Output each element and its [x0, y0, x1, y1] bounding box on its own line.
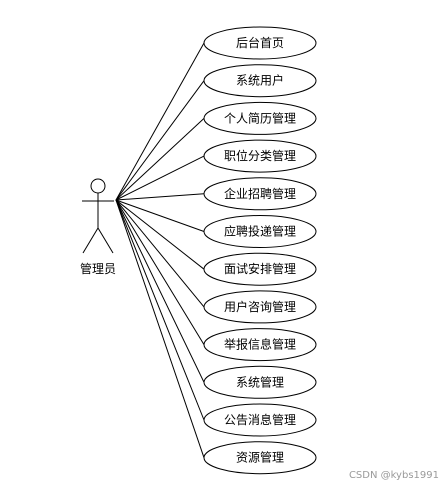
use-case-ellipse	[203, 177, 317, 211]
use-case-label: 公告消息管理	[224, 412, 296, 427]
association-line	[115, 199, 205, 308]
use-case-label: 企业招聘管理	[224, 186, 296, 201]
use-case: 应聘投递管理	[203, 215, 317, 248]
association-line	[115, 199, 205, 458]
use-case: 系统用户	[203, 64, 317, 98]
use-case-label: 应聘投递管理	[224, 224, 296, 239]
association-line	[115, 199, 205, 270]
association-line	[115, 118, 205, 201]
use-case-label: 举报信息管理	[224, 337, 296, 352]
use-case: 职位分类管理	[203, 139, 317, 173]
actor-administrator: 管理员	[80, 178, 116, 276]
use-case: 资源管理	[203, 441, 317, 475]
association-line	[115, 193, 205, 201]
use-case-ellipse	[203, 441, 317, 475]
use-case: 面试安排管理	[203, 252, 317, 286]
use-case-label: 后台首页	[236, 35, 284, 50]
use-case-ellipse	[203, 252, 317, 286]
association-lines	[115, 42, 205, 458]
use-case: 公告消息管理	[203, 403, 317, 437]
use-case: 企业招聘管理	[203, 177, 317, 211]
use-case-label: 用户咨询管理	[224, 299, 296, 314]
use-case-label: 个人简历管理	[224, 110, 296, 125]
use-case: 后台首页	[203, 26, 317, 60]
actor-right-leg	[97, 227, 114, 254]
association-line	[115, 80, 205, 201]
association-line	[115, 199, 205, 383]
use-case-ellipse	[203, 26, 317, 60]
use-case-label: 系统管理	[236, 374, 284, 389]
use-case: 个人简历管理	[203, 101, 317, 135]
association-line	[115, 199, 205, 421]
watermark: CSDN @kybs1991	[349, 470, 439, 481]
use-case: 举报信息管理	[203, 328, 317, 362]
use-case: 用户咨询管理	[203, 290, 317, 324]
use-case: 系统管理	[203, 365, 317, 399]
use-case-ellipse	[203, 403, 317, 437]
use-case-label: 资源管理	[236, 450, 284, 465]
association-line	[115, 155, 205, 201]
association-line	[115, 199, 205, 232]
actor-head	[90, 178, 106, 194]
use-case-list: 后台首页系统用户个人简历管理职位分类管理企业招聘管理应聘投递管理面试安排管理用户…	[203, 26, 317, 475]
use-case-label: 职位分类管理	[224, 148, 296, 163]
use-case-ellipse	[203, 139, 317, 173]
association-line	[115, 42, 205, 201]
association-line	[115, 199, 205, 345]
use-case-label: 面试安排管理	[224, 261, 296, 276]
use-case-ellipse	[203, 365, 317, 399]
actor-label: 管理员	[80, 261, 116, 276]
use-case-ellipse	[203, 101, 317, 135]
use-case-ellipse	[203, 215, 317, 248]
use-case-ellipse	[203, 328, 317, 362]
use-case-ellipse	[203, 290, 317, 324]
use-case-label: 系统用户	[236, 73, 284, 88]
actor-left-leg	[82, 227, 99, 254]
use-case-ellipse	[203, 64, 317, 98]
